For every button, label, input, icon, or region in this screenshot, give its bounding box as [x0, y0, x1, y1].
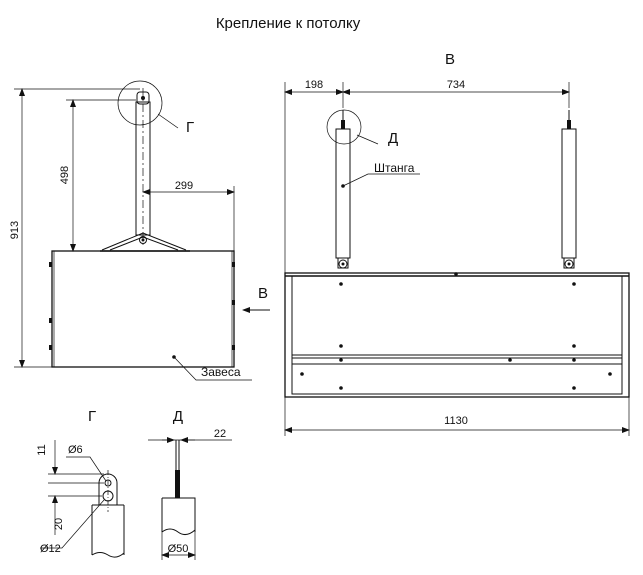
- front-rod-left: [335, 128, 351, 259]
- drawing-title: Крепление к потолку: [216, 15, 361, 32]
- detail-g: Г 11 20 Ø6 Ø12: [36, 408, 125, 558]
- detail-d-callout-circle: [326, 109, 362, 145]
- dim-11: 11: [36, 444, 48, 455]
- front-view-letter: В: [445, 51, 455, 68]
- dim-498: 498: [59, 166, 71, 184]
- front-curtain-body: [284, 272, 630, 398]
- side-view: Г 913 498 299 В Завеса: [9, 80, 270, 381]
- detail-d-title: Д: [173, 408, 183, 425]
- front-view: В Д: [284, 51, 630, 436]
- dim-299: 299: [175, 180, 193, 192]
- dim-734: 734: [447, 79, 465, 91]
- side-curtain-body: [51, 250, 235, 368]
- detail-g-callout-circle: [117, 80, 163, 126]
- dim-198: 198: [305, 79, 323, 91]
- view-arrow-letter: В: [258, 285, 268, 302]
- detail-d: Д 22 Ø50: [148, 408, 232, 560]
- dim-20: 20: [53, 518, 65, 530]
- dim-pin-12: Ø12: [40, 543, 61, 555]
- detail-g-title: Г: [88, 408, 96, 425]
- curtain-label: Завеса: [201, 365, 241, 379]
- front-rod-right: [561, 128, 577, 259]
- dim-1130: 1130: [444, 415, 468, 427]
- dim-tube-50: Ø50: [168, 543, 189, 555]
- rod-label: Штанга: [374, 161, 415, 175]
- dim-hole-6: Ø6: [68, 444, 83, 456]
- detail-d-letter: Д: [388, 130, 398, 147]
- dim-913: 913: [9, 221, 21, 239]
- dim-22: 22: [214, 428, 226, 440]
- detail-g-letter: Г: [186, 119, 194, 136]
